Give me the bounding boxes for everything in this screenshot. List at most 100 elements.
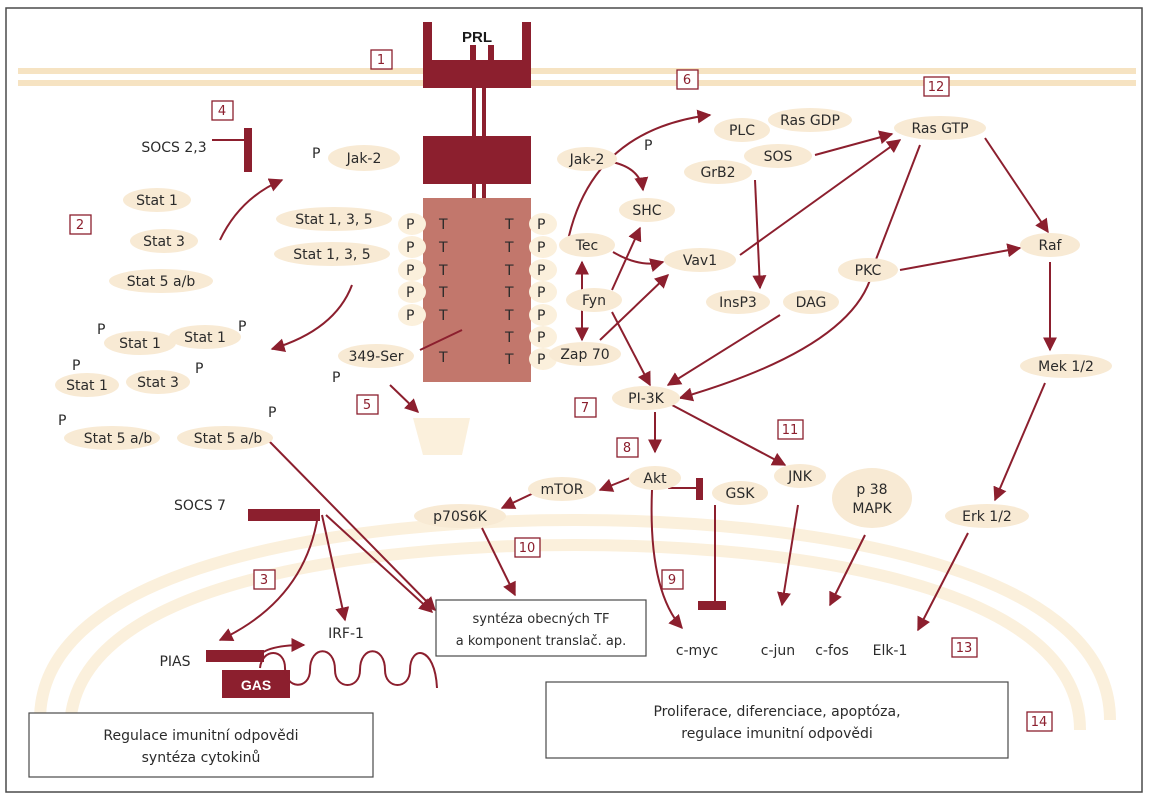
ser349-pointer <box>419 329 463 351</box>
step-13: 13 <box>956 641 973 656</box>
p-jak2-label: P <box>312 146 320 162</box>
stat1-label: Stat 1 <box>136 193 178 209</box>
dna-strand <box>259 650 438 689</box>
step-markers <box>69 49 1053 732</box>
p-ser-label: P <box>332 370 340 386</box>
step-3: 3 <box>260 573 268 588</box>
edge-dag-to-pi3k <box>666 314 781 386</box>
rasgdp-label: Ras GDP <box>780 113 840 129</box>
svg-text:P: P <box>537 330 545 346</box>
cfos-label: c-fos <box>815 643 849 659</box>
gas-element <box>222 670 290 698</box>
p38-label: p 38 <box>856 482 887 498</box>
svg-text:P: P <box>537 263 545 279</box>
edge-zap70-to-vav1 <box>599 274 670 341</box>
sos-label: SOS <box>764 149 793 165</box>
nucleus-outline <box>34 513 1116 731</box>
p-stat1b: P <box>238 319 246 335</box>
p-stat13a: P <box>72 358 80 374</box>
edge-vav1-to-rasgtp <box>739 139 902 256</box>
svg-text:P: P <box>406 285 414 301</box>
step-6: 6 <box>683 73 691 88</box>
node-ovals <box>55 108 1112 528</box>
immune-box <box>28 712 374 778</box>
jak2-right-label: Jak-2 <box>569 152 605 168</box>
svg-text:P: P <box>406 308 414 324</box>
step-12: 12 <box>928 80 945 95</box>
mapk-label: MAPK <box>852 501 892 517</box>
svg-text:T: T <box>504 240 514 256</box>
p-stat13b: P <box>195 361 203 377</box>
zap70-label: Zap 70 <box>560 347 609 363</box>
step-7: 7 <box>581 401 589 416</box>
immune-line1: Regulace imunitní odpovědi <box>103 728 298 744</box>
edge-p38-to-cfos <box>829 534 866 607</box>
results: syntéza obecných TF a komponent translač… <box>28 599 1009 778</box>
mtor-label: mTOR <box>541 482 584 498</box>
pias-label: PIAS <box>159 654 190 670</box>
receptor-residues: TT TT TT TT TT TT T PP PP P PP PP PP P <box>406 217 545 368</box>
synthesis-line2: a komponent translač. ap. <box>456 634 626 649</box>
svg-text:T: T <box>504 285 514 301</box>
stat135-a-label: Stat 1, 3, 5 <box>295 212 372 228</box>
edge-pkc-to-raf <box>899 243 1022 271</box>
prolif-line2: regulace imunitní odpovědi <box>681 726 873 742</box>
step-5: 5 <box>363 398 371 413</box>
elk1-label: Elk-1 <box>873 643 908 659</box>
socs7-label: SOCS 7 <box>174 498 226 514</box>
step-10: 10 <box>519 541 536 556</box>
svg-text:T: T <box>438 217 448 233</box>
proliferation-box <box>545 681 1009 759</box>
tec-label: Tec <box>575 238 598 254</box>
edge-p70-to-synthesis <box>481 527 516 597</box>
irf1-label: IRF-1 <box>328 626 364 642</box>
ligand-label: PRL <box>462 29 492 46</box>
edge-pi3k-to-jnk <box>671 404 787 466</box>
jak2-left-label: Jak-2 <box>346 151 382 167</box>
step-numbers: 1 2 3 4 5 6 7 8 9 10 11 12 13 14 <box>76 53 1047 730</box>
erk-label: Erk 1/2 <box>962 509 1012 525</box>
stat3-label: Stat 3 <box>143 234 185 250</box>
inhibition-bars <box>206 128 726 662</box>
edge-grb2-to-insp3 <box>752 179 767 290</box>
svg-text:T: T <box>438 350 448 366</box>
edge-akt-to-mtor <box>598 477 631 492</box>
jnk-label: JNK <box>787 469 813 485</box>
plc-label: PLC <box>729 123 755 139</box>
cjun-label: c-jun <box>761 643 795 659</box>
svg-text:P: P <box>406 263 414 279</box>
stat135-b-label: Stat 1, 3, 5 <box>293 247 370 263</box>
edge-fyn-to-pi3k <box>611 311 651 387</box>
edge-akt-to-cmyc <box>650 489 683 630</box>
prolif-line1: Proliferace, diferenciace, apoptóza, <box>653 704 900 720</box>
svg-text:T: T <box>504 352 514 368</box>
svg-text:T: T <box>504 217 514 233</box>
outer-frame <box>5 7 1143 793</box>
raf-label: Raf <box>1039 238 1063 254</box>
svg-text:T: T <box>438 263 448 279</box>
pi3k-label: PI-3K <box>628 391 665 407</box>
edge-sos-to-rasgtp <box>814 130 894 156</box>
proteasome-shape <box>413 418 470 455</box>
svg-text:T: T <box>504 330 514 346</box>
step-2: 2 <box>76 218 84 233</box>
edge-pkc-to-pi3k <box>678 279 871 402</box>
step-8: 8 <box>623 441 631 456</box>
edge-tec-to-vav1 <box>612 251 665 272</box>
dag-label: DAG <box>796 295 827 311</box>
svg-text:T: T <box>438 240 448 256</box>
step-9: 9 <box>668 573 676 588</box>
edge-ser-degradation <box>389 384 420 413</box>
stat5ab-label: Stat 5 a/b <box>127 274 196 290</box>
grb2-label: GrB2 <box>700 165 735 181</box>
cmyc-label: c-myc <box>676 643 718 659</box>
svg-text:P: P <box>537 308 545 324</box>
svg-text:P: P <box>537 240 545 256</box>
p-stat1a: P <box>97 322 105 338</box>
mek-label: Mek 1/2 <box>1038 359 1094 375</box>
akt-label: Akt <box>643 471 667 487</box>
svg-text:T: T <box>504 308 514 324</box>
stat5ab-dimer-b: Stat 5 a/b <box>194 431 263 447</box>
